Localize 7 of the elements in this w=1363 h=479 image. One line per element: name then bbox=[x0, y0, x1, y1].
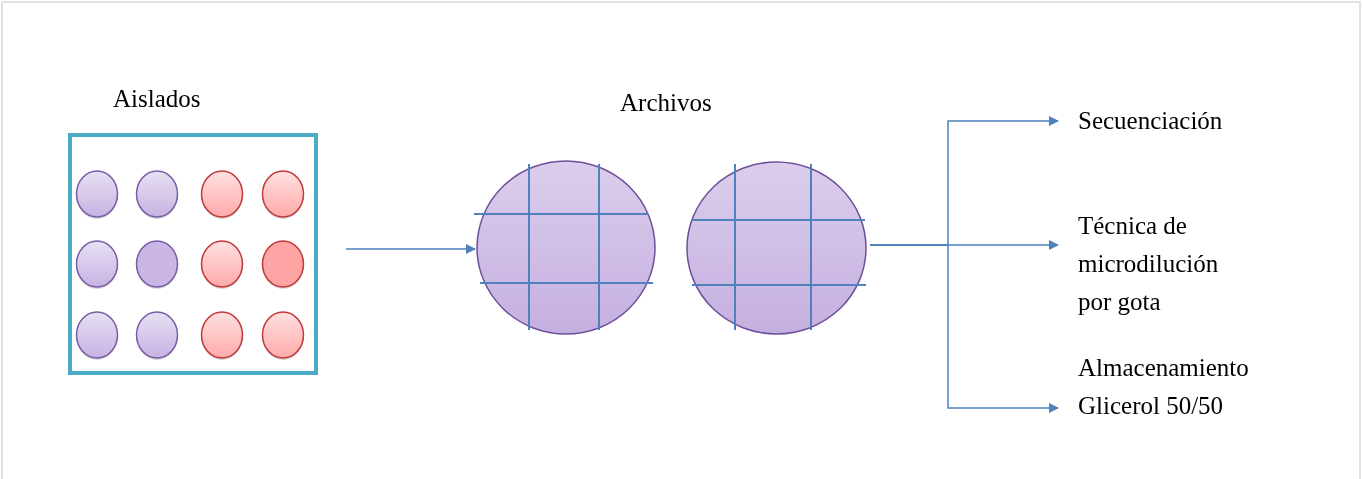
arrow bbox=[869, 244, 1059, 413]
output-label: Almacenamiento Glicerol 50/50 bbox=[1058, 349, 1273, 425]
arrow bbox=[345, 244, 476, 254]
output-label: Secuenciación bbox=[1058, 102, 1278, 142]
group-heading: Aislados bbox=[113, 84, 201, 114]
output-label: Técnica de microdilución por gota bbox=[1058, 207, 1228, 321]
group-heading: Archivos bbox=[620, 88, 712, 118]
